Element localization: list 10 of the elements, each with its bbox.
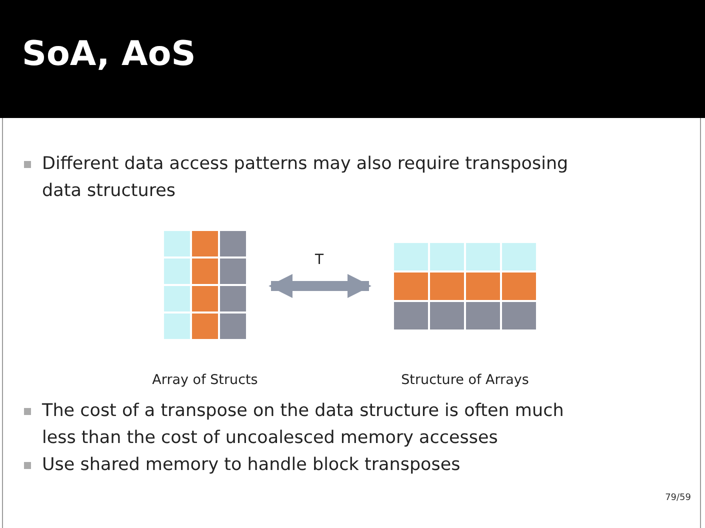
grid-caption: Array of Structs	[152, 372, 258, 388]
slide-title: SoA, AoS	[22, 34, 196, 74]
bullet-text: Different data access patterns may also require transposing data structures	[42, 153, 570, 203]
page-number: 79/59	[665, 493, 691, 503]
grid-drawing	[393, 242, 537, 330]
double-arrow	[268, 274, 372, 298]
grid-caption: Structure of Arrays	[401, 372, 529, 388]
bullet-text: The cost of a transpose on the data structure is often much less than the cost of uncoalesced memory accesses	[42, 400, 565, 450]
grid-drawing	[163, 230, 247, 340]
bullet-text: Use shared memory to handle block transposes	[42, 454, 462, 477]
